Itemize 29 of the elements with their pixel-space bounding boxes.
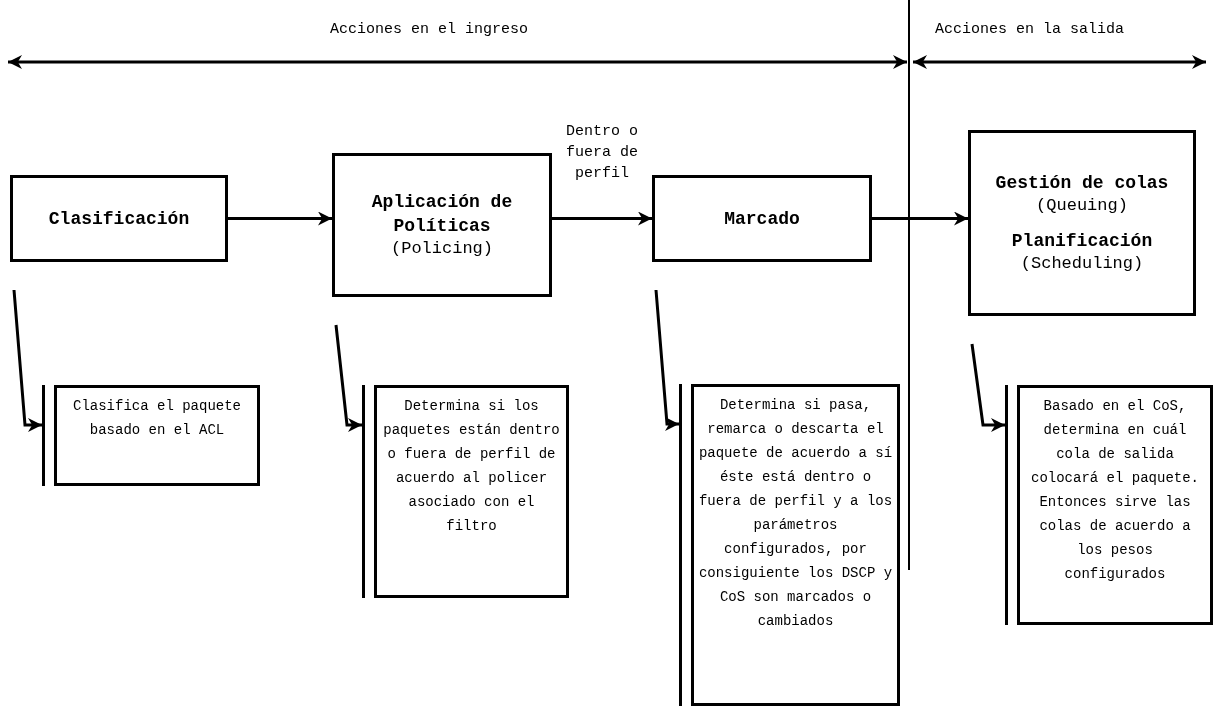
process-box — [968, 130, 1196, 316]
arrow — [872, 211, 968, 226]
note-box — [362, 385, 569, 598]
process-box — [332, 153, 552, 297]
callout-arrow — [12, 289, 42, 432]
box-subtitle: (Queuing) — [1036, 195, 1128, 217]
arrow — [228, 211, 332, 226]
note-text: Clasifica el paquete basado en el ACL — [72, 397, 242, 440]
note-text: Determina si pasa, remarca o descarta el paquete de acuerdo a sí éste está dentro o fuera de perfil y a los parámetros configurados, por consiguiente los DSCP y CoS son marcados o cambiados — [698, 396, 893, 631]
callout-arrow — [654, 289, 679, 431]
box-title: Clasificación — [48, 207, 190, 231]
callout-arrow — [334, 324, 362, 432]
note-box — [679, 384, 900, 706]
box-title: Aplicación de Políticas — [370, 191, 514, 238]
note-text: Determina si los paquetes están dentro o fuera de perfil de acuerdo al policer asociado con el filtro — [382, 397, 561, 536]
section-label: Acciones en la salida — [935, 20, 1125, 40]
box-subtitle: (Policing) — [391, 238, 493, 260]
process-box — [10, 175, 228, 262]
note-box — [42, 385, 260, 486]
arrow — [552, 211, 652, 226]
process-box — [652, 175, 872, 262]
note-text: Basado en el CoS, determina en cuál cola de salida colocará el paquete. Entonces sirve las colas de acuerdo a los pesos configurados — [1030, 397, 1200, 584]
section-label: Acciones en el ingreso — [330, 20, 529, 40]
box-title: Planificación — [1011, 230, 1153, 253]
note-box — [1005, 385, 1213, 625]
box-title: Gestión de colas — [995, 172, 1169, 195]
box-subtitle: (Scheduling) — [1020, 253, 1144, 275]
callout-arrow — [970, 343, 1005, 432]
box-title: Marcado — [724, 207, 800, 231]
